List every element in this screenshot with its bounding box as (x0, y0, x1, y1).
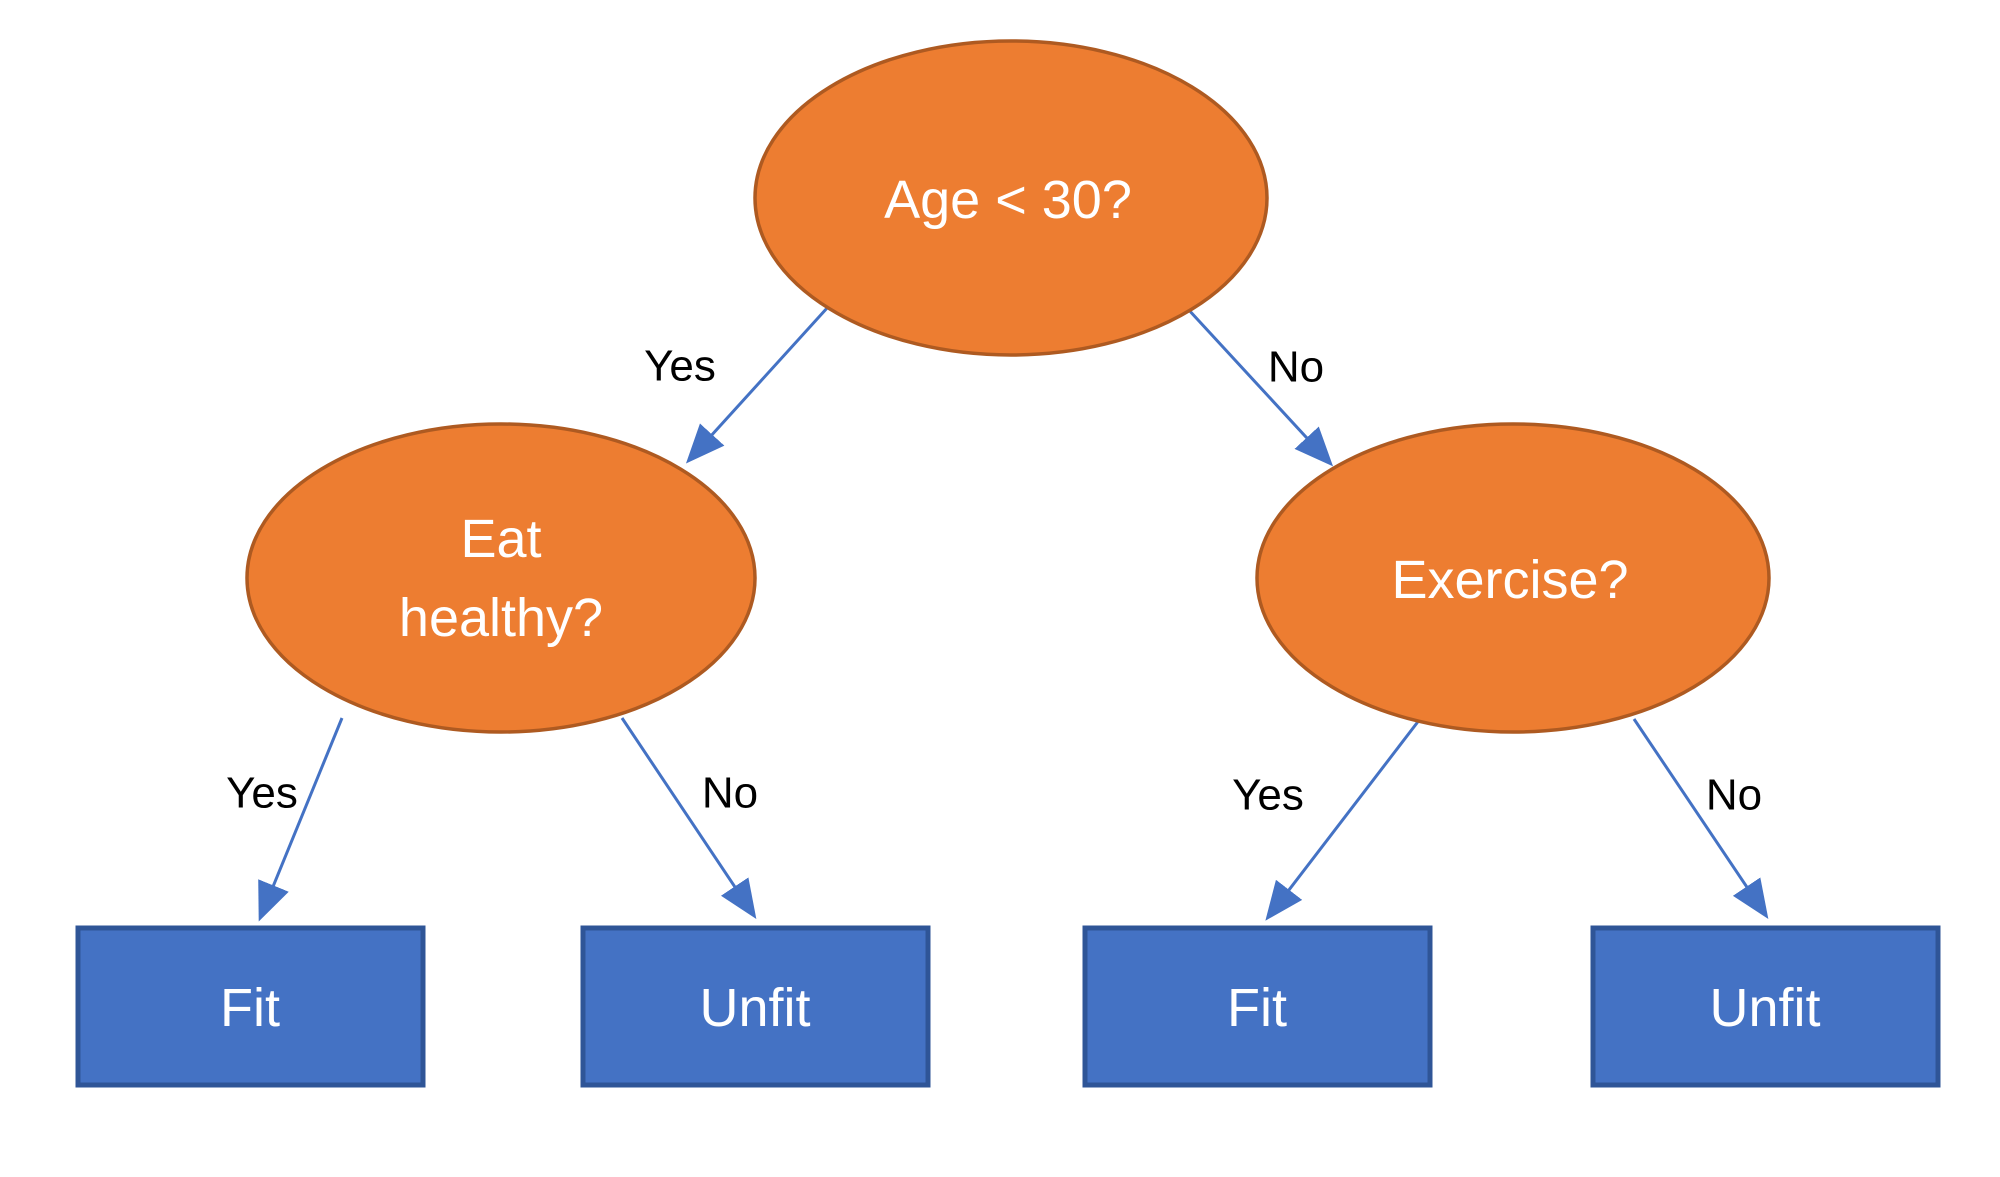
edge-eat-healthy-to-unfit: No (620, 717, 758, 919)
edge-line (620, 717, 757, 919)
leaf-node-unfit-right: Unfit (1590, 925, 1941, 1088)
edge-label-no: No (1706, 771, 1762, 820)
decision-node-root: Age < 30? (753, 39, 1269, 357)
edge-label-no: No (1268, 343, 1324, 392)
leaf-node-shape (75, 925, 426, 1088)
leaf-node-label: Fit (220, 978, 280, 1038)
decision-node-eat-healthy: Eat healthy? (245, 422, 757, 734)
edge-exercise-to-fit: Yes (1232, 718, 1422, 921)
edge-exercise-to-unfit: No (1632, 718, 1769, 919)
leaf-node-label: Unfit (1709, 978, 1820, 1038)
leaf-node-shape (1590, 925, 1941, 1088)
edge-line (685, 305, 830, 464)
decision-node-shape (245, 422, 757, 734)
edge-label-yes: Yes (644, 342, 716, 391)
edge-root-to-eat-healthy: Yes (644, 305, 830, 464)
decision-node-label-line1: Eat (460, 509, 541, 569)
edge-root-to-exercise: No (1185, 306, 1334, 467)
edge-label-yes: Yes (226, 769, 298, 818)
leaf-node-shape (580, 925, 931, 1088)
decision-node-label-line2: healthy? (399, 588, 603, 648)
leaf-node-fit-left: Fit (75, 925, 426, 1088)
decision-node-shape (753, 39, 1269, 357)
leaf-node-shape (1082, 925, 1433, 1088)
edge-line (258, 717, 344, 922)
leaf-node-label: Unfit (699, 978, 810, 1038)
edge-eat-healthy-to-fit: Yes (226, 717, 344, 922)
leaf-node-label: Fit (1227, 978, 1287, 1038)
leaf-node-unfit-left: Unfit (580, 925, 931, 1088)
decision-node-exercise: Exercise? (1255, 422, 1771, 734)
edge-label-yes: Yes (1232, 771, 1304, 820)
edge-line (1185, 306, 1334, 467)
edge-line (1265, 718, 1422, 921)
decision-node-label: Exercise? (1391, 550, 1628, 610)
edge-line (1632, 718, 1769, 919)
leaf-node-fit-right: Fit (1082, 925, 1433, 1088)
edge-label-no: No (702, 769, 758, 818)
decision-node-label: Age < 30? (884, 170, 1132, 230)
decision-node-shape (1255, 422, 1771, 734)
